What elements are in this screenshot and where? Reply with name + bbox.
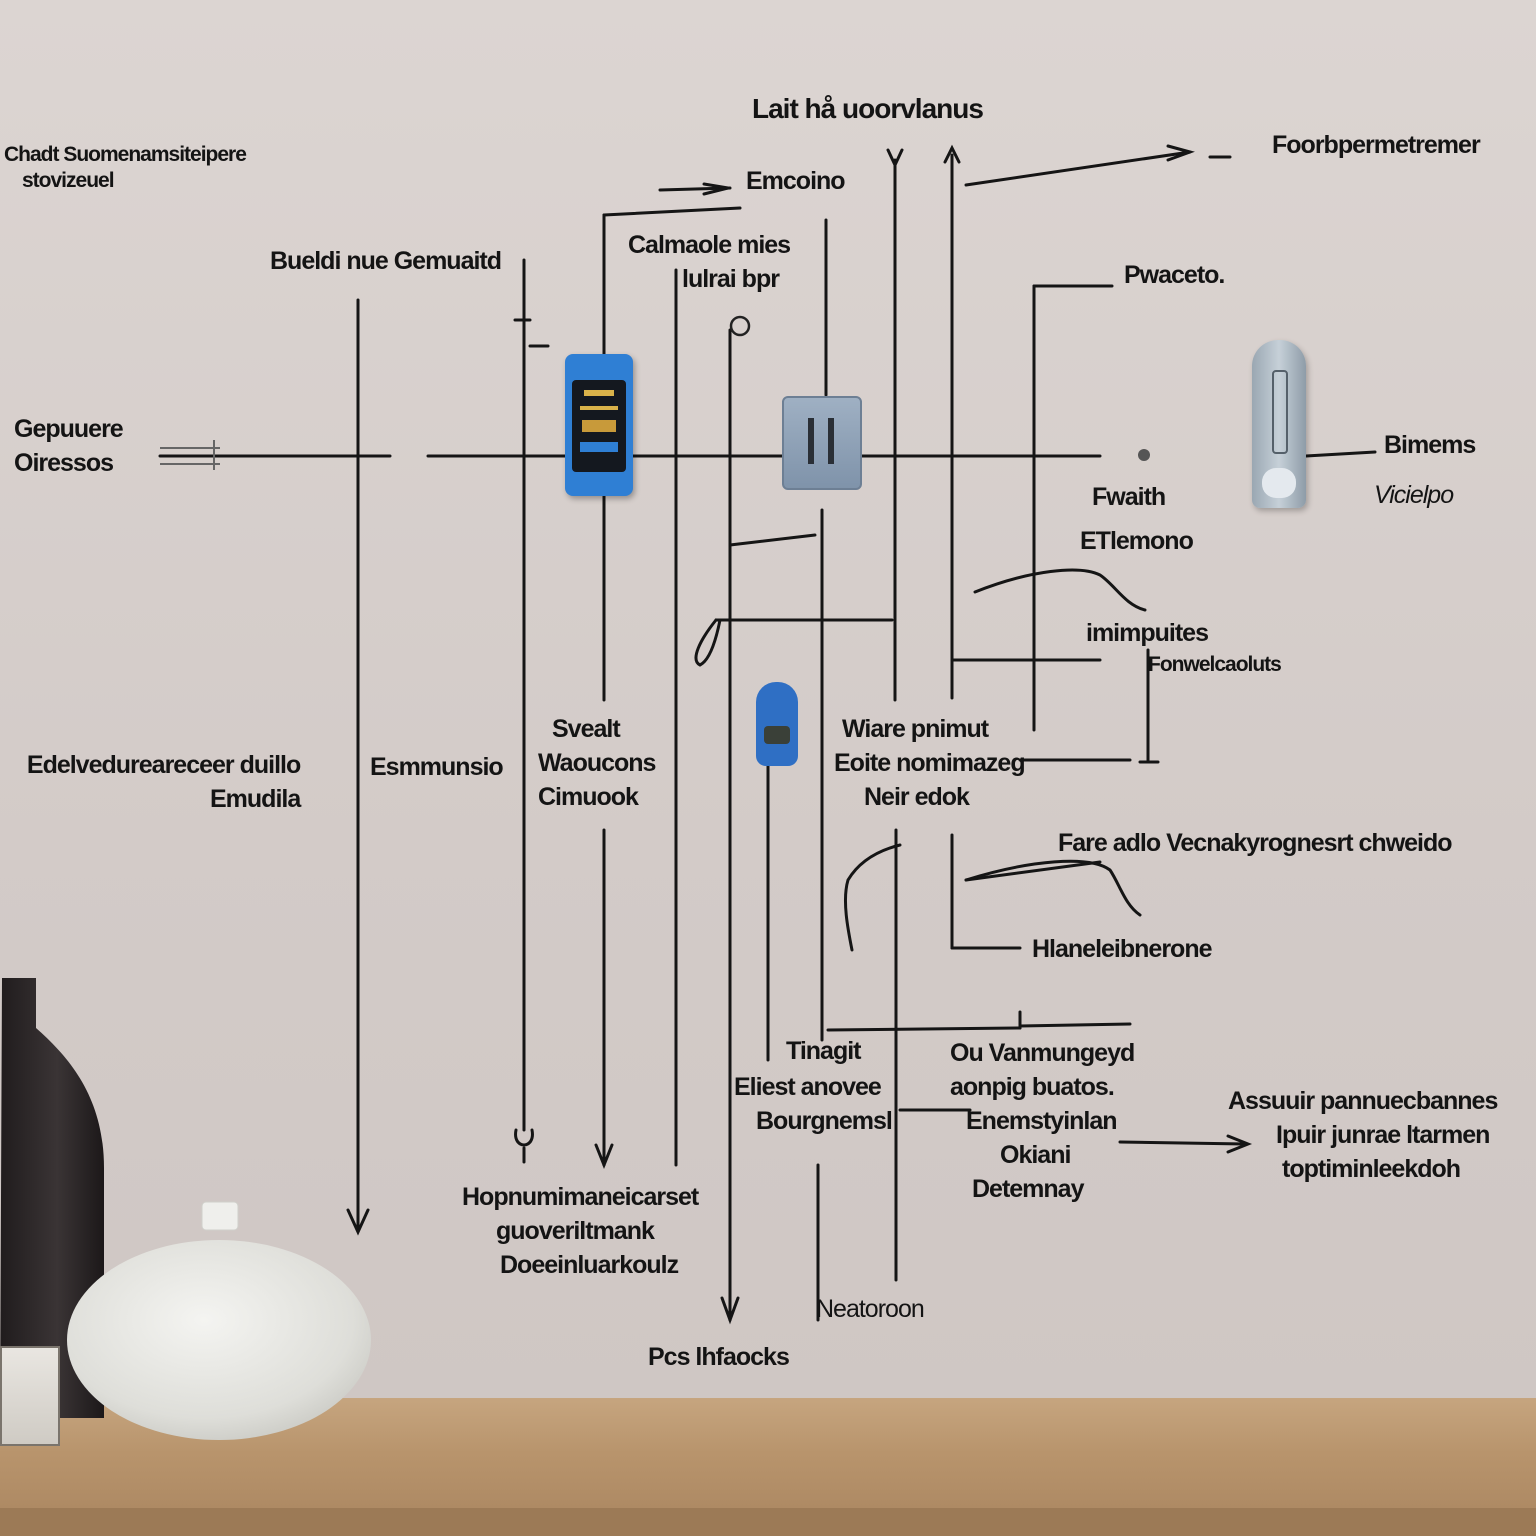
phone-device-icon [565,354,633,496]
label-fare: Fare adlo Vecnakyrognesrt chweido [1058,829,1453,857]
label-text: Okiani [1000,1141,1071,1169]
label-fonweicalo: Fonwelcaoluts [1148,653,1282,676]
label-build: Bueldi nue Gemuaitd [270,247,502,275]
label-svealt: Svealt Waoucons Cimuook [538,712,656,814]
label-esmmunsio: Esmmunsio [370,753,504,781]
small-box [0,1346,60,1446]
label-text: Calmaole mies [628,231,791,259]
blue-plug-icon [756,682,798,766]
arrow-head [943,144,961,164]
arrow-head [594,1143,614,1170]
bus-line [1304,450,1377,458]
label-tinagit: Tinagit [786,1037,861,1065]
arrow-head [346,1208,370,1236]
label-top-center: Lait hå uoorvlanus [752,93,984,124]
label-pwaceto: Pwaceto. [1124,261,1225,289]
label-text: Ipuir junrae ltarmen [1276,1121,1490,1149]
label-text: Wiare pnimut [842,715,989,743]
label-text: Detemnay [972,1175,1085,1203]
label-etlemono: ETlemono [1080,527,1194,555]
label-encoino: Emcoino [746,167,846,195]
label-viciepo: Vicielpo [1374,481,1454,509]
label-top-right: Foorbpermetremer [1272,131,1481,159]
label-text: Oiressos [14,449,114,477]
label-text: Hopnumimaneicarset [462,1183,699,1211]
label-text: Emudila [210,785,301,813]
label-eliest: Eliest anovee Bourgnemsl [734,1070,893,1138]
label-top-left: Chadt Suomenamsiteipere stovizeuel [4,142,247,194]
white-vase [67,1201,371,1440]
gauge-circle [729,315,751,337]
label-wiare: Wiare pnimut Eoite nomimazeg Neir edok [834,712,1026,814]
label-fwaith: Fwaith [1092,483,1166,511]
label-text: Gepuuere [14,415,124,443]
label-text: Assuuir pannuecbannes [1228,1087,1498,1115]
label-calmaole: Calmaole mies lulrai bpr [628,228,791,296]
label-text: Bourgnemsl [756,1107,893,1135]
label-text: aonpig buatos. [950,1073,1115,1101]
sensor-tube-icon [1252,340,1306,508]
label-assuir: Assuuir pannuecbannes Ipuir junrae ltarm… [1228,1084,1498,1186]
label-bimems: Bimems [1384,431,1476,459]
label-text: Doeeinluarkoulz [500,1251,679,1279]
label-text: guoveriltmank [496,1217,655,1245]
label-text: toptiminleekdoh [1282,1155,1461,1183]
label-bottom-left: Hopnumimaneicarset guoveriltmank Doeeinl… [462,1180,699,1282]
arrow-head [1166,144,1195,162]
label-text: Svealt [552,715,621,743]
label-text: Waoucons [538,749,656,777]
wiring-diagram [158,144,1377,1325]
label-ou: Ou Vanmungeyd aonpig buatos. Enemstyinla… [950,1036,1135,1206]
switch-box-icon [782,396,862,490]
label-hlanel: Hlaneleibnerone [1032,935,1212,963]
label-text: Chadt Suomenamsiteipere [4,143,247,166]
label-text: Enemstyinlan [966,1107,1118,1135]
label-text: Cimuook [538,783,639,811]
label-text: stovizeuel [22,169,115,192]
label-text: Eliest anovee [734,1073,882,1101]
label-text: Neir edok [864,783,970,811]
label-left-mid: Gepuuere Oiressos [14,412,124,480]
label-text: Edelvedureareceer duillo [26,751,301,779]
arrow-head [886,148,904,169]
label-text: Ou Vanmungeyd [950,1039,1135,1067]
arrow-head [720,1296,740,1325]
shelf-edge [0,1508,1536,1536]
label-neatoroon: Neatoroon [816,1295,925,1323]
label-pcs: Pcs lhfaocks [648,1343,790,1371]
arrow-head [702,182,729,196]
arrow-head [1226,1134,1253,1154]
label-imimpuites: imimpuites [1086,619,1209,647]
label-text: Eoite nomimazeg [834,749,1026,777]
label-left-low: Edelvedureareceer duillo Emudila [10,748,301,816]
label-text: lulrai bpr [682,265,780,293]
